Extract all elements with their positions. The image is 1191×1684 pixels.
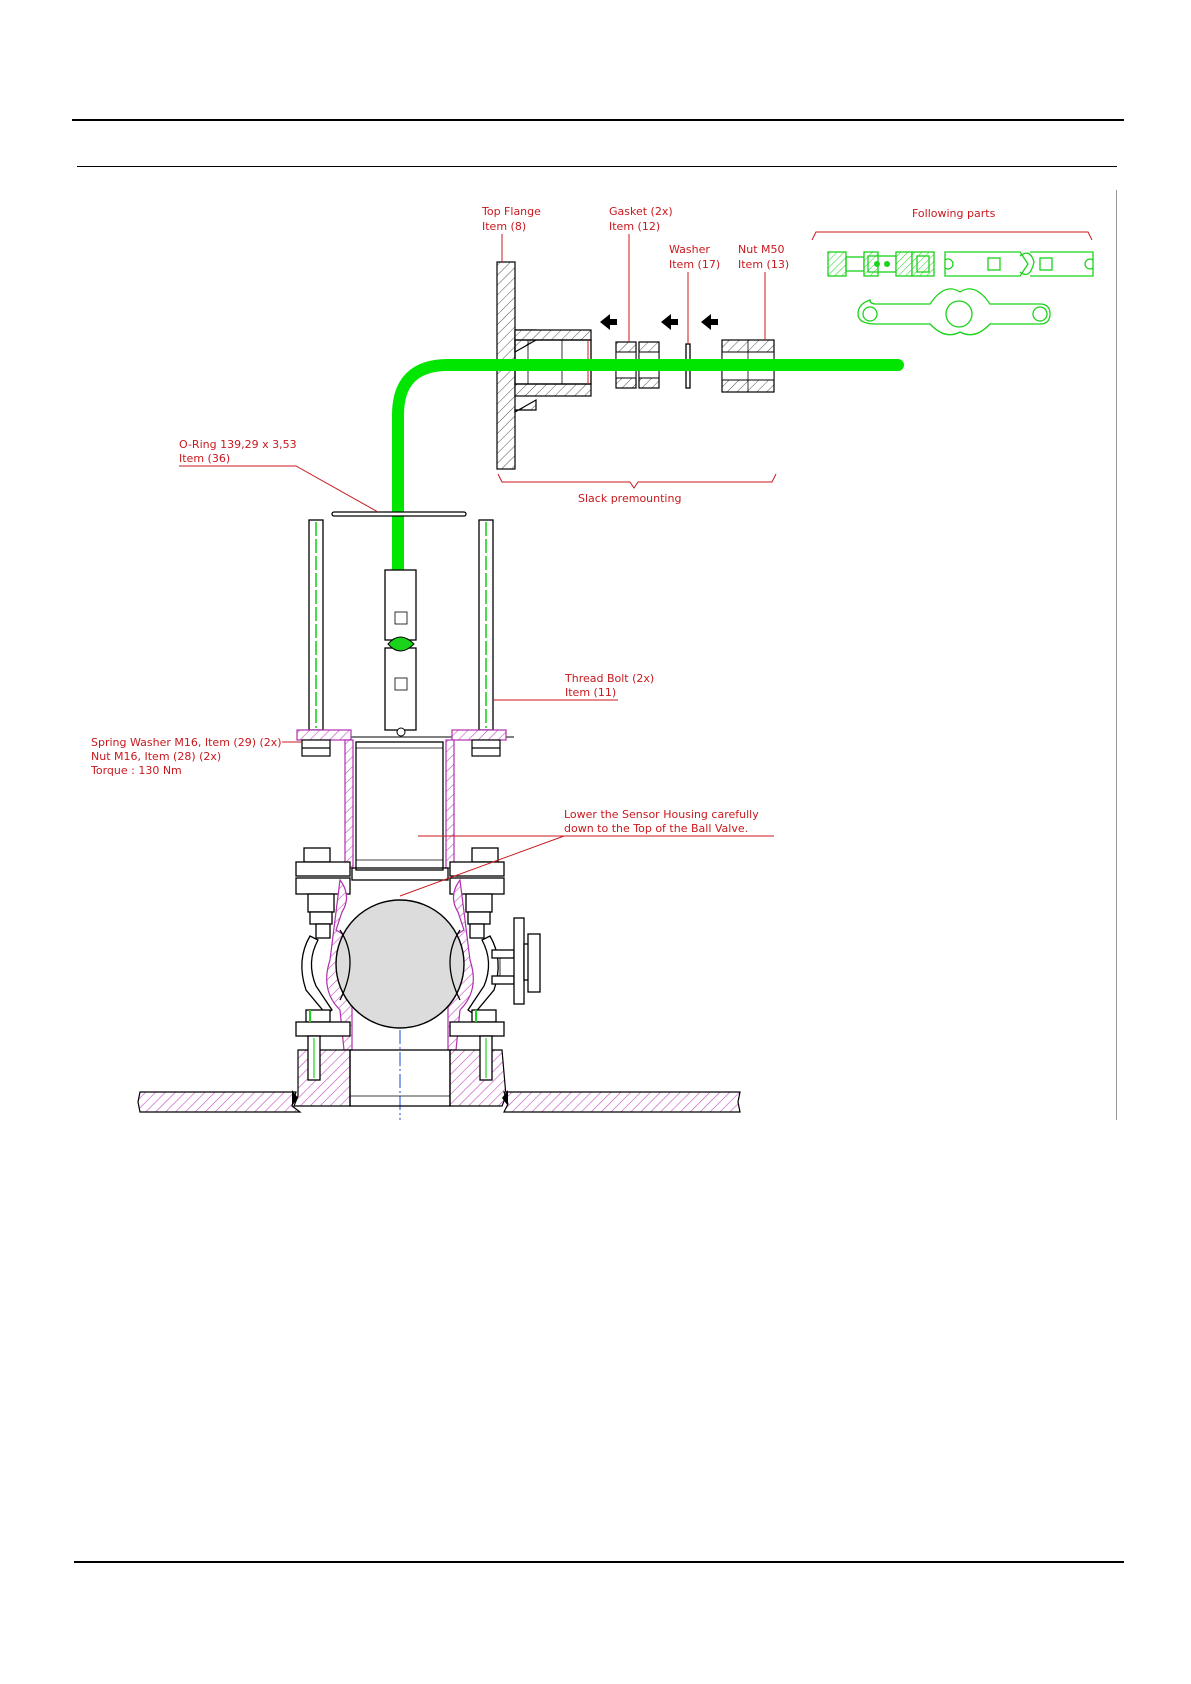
arrow-icon	[661, 314, 678, 330]
housing-top-plate	[296, 729, 507, 757]
sensor-housing	[344, 739, 455, 871]
thread-bolt-right	[478, 519, 494, 731]
header-rule-bottom	[77, 166, 1117, 167]
o-ring-part	[331, 511, 467, 517]
following-parts-group	[811, 231, 1094, 336]
gasket-label: Gasket (2x)	[609, 205, 673, 218]
washer-label: Washer	[669, 243, 710, 256]
thread-bolt-item-label: Item (11)	[565, 686, 616, 699]
footer-rule	[74, 1561, 1124, 1563]
arrow-icon	[701, 314, 718, 330]
nut-m50-label: Nut M50	[738, 243, 785, 256]
nut-m16-label: Nut M16, Item (28) (2x)	[91, 750, 221, 763]
following-parts-label: Following parts	[912, 207, 996, 220]
thread-bolt-label: Thread Bolt (2x)	[564, 672, 654, 685]
header-rule-top	[72, 119, 1124, 121]
slack-premounting-bracket	[497, 473, 777, 489]
thread-bolt-left	[308, 519, 324, 731]
o-ring-label: O-Ring 139,29 x 3,53	[179, 438, 297, 451]
washer-item-label: Item (17)	[669, 258, 720, 271]
gasket-item-label: Item (12)	[609, 220, 660, 233]
ball-valve	[295, 847, 541, 1120]
lower-sensor-label-line1: Lower the Sensor Housing carefully	[564, 808, 759, 821]
tank-wall	[137, 1090, 741, 1113]
top-flange-item-label: Item (8)	[482, 220, 526, 233]
sensor-probe	[340, 569, 514, 738]
sensor-cable	[392, 359, 904, 577]
arrow-icon	[600, 314, 617, 330]
nut-m50-item-label: Item (13)	[738, 258, 789, 271]
o-ring-item-label: Item (36)	[179, 452, 230, 465]
top-flange-label: Top Flange	[481, 205, 541, 218]
slack-premounting-label: Slack premounting	[578, 492, 681, 505]
drawing-frame-right	[1116, 190, 1117, 1120]
mounting-nozzle	[293, 1035, 507, 1107]
torque-label: Torque : 130 Nm	[90, 764, 182, 777]
spring-washer-label: Spring Washer M16, Item (29) (2x)	[91, 736, 282, 749]
lower-sensor-label-line2: down to the Top of the Ball Valve.	[564, 822, 748, 835]
